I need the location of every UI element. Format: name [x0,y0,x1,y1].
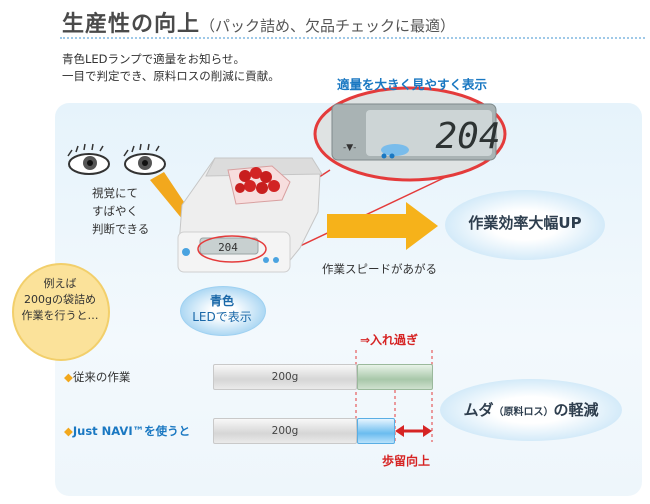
intro-text: 青色LEDランプで適量をお知らせ。 一目で判定でき、原料ロスの削減に貢献。 [62,51,280,85]
example-text: 例えば 200gの袋詰め 作業を行うと… [12,276,108,324]
conventional-label: 従来の作業 [72,370,131,384]
callout-title: 適量を大きく見やすく表示 [337,77,488,92]
vision-line-3: 判断できる [92,222,150,236]
blue-led-badge [180,286,266,336]
intro-line-1: 青色LEDランプで適量をお知らせ。 [62,52,245,66]
vision-text: 視覚にて すばやく 判断できる [92,184,149,238]
title-sub: （パック詰め、欠品チェックに最適） [200,17,456,35]
justnavi-bar-200g: 200g [213,418,357,444]
yield-label: 歩留向上 [382,454,431,468]
justnavi-row-label: ◆Just NAVI™を使うと [64,423,190,439]
overfill-label: ⇒入れ過ぎ [360,333,419,347]
vision-line-1: 視覚にて [92,186,138,200]
example-line-3: 作業を行うと… [21,309,99,322]
callout-display-value: 204 [435,116,500,157]
page-title: 生産性の向上（パック詰め、欠品チェックに最適） [62,6,455,38]
arrow-icon [327,202,438,250]
overfill-bar [357,364,433,390]
conventional-row-label: ◆従来の作業 [64,369,130,385]
blue-led-line-2: LEDで表示 [192,310,252,324]
diamond-icon: ◆ [64,370,73,384]
example-line-1: 例えば [43,277,77,290]
waste-suffix: の軽減 [553,401,599,419]
justnavi-extra-bar [357,418,395,444]
title-divider [60,37,645,39]
efficiency-label: 作業効率大幅UP [468,214,582,232]
example-line-2: 200gの袋詰め [24,293,96,306]
display-highlight [197,235,267,263]
title-main: 生産性の向上 [62,12,201,37]
waste-small: （原料ロス） [493,407,554,418]
eye-icon [123,143,166,175]
example-circle [12,263,110,361]
blue-led-text: 青色 LEDで表示 [180,293,264,325]
zoom-callout: -▼- [313,86,507,182]
vision-line-2: すばやく [92,204,138,218]
conventional-bar-200g: 200g [213,364,357,390]
comparison-markers [355,350,433,442]
efficiency-bubble [445,190,605,260]
waste-bubble [440,379,622,441]
waste-prefix: ムダ [463,401,494,419]
intro-line-2: 一目で判定でき、原料ロスの削減に貢献。 [62,69,280,83]
waste-label: ムダ（原料ロス）の軽減 [446,399,616,420]
svg-text:-▼-: -▼- [343,143,356,153]
eye-icon [67,143,110,175]
scale-illustration: 204 [177,157,323,273]
svg-text:204: 204 [218,241,238,254]
speed-label: 作業スピードがあがる [322,262,437,276]
blue-led-line-1: 青色 [209,294,234,308]
justnavi-label: Just NAVI™を使うと [72,424,191,438]
diamond-icon: ◆ [64,424,73,438]
